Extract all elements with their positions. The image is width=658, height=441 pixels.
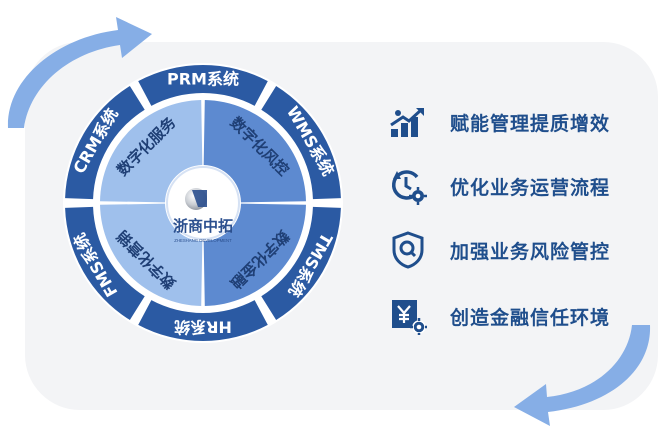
outer-segment-wms bbox=[261, 85, 341, 200]
growth-chart-icon bbox=[388, 102, 428, 142]
clock-gear-icon bbox=[388, 166, 428, 206]
logo-emblem-icon bbox=[185, 188, 207, 210]
inner-segment-service bbox=[100, 100, 203, 203]
top-left-arrow-icon bbox=[7, 17, 153, 128]
outer-segment-crm bbox=[65, 85, 145, 200]
shield-search-icon bbox=[388, 230, 428, 270]
outer-segment-prm bbox=[138, 65, 268, 106]
feature-item-3: 加强业务风险管控 bbox=[388, 230, 610, 270]
logo-subtitle: ZHESHANG DEVELOPMENT bbox=[174, 238, 232, 243]
feature-label-1: 赋能管理提质增效 bbox=[450, 112, 611, 135]
inner-segment-finance bbox=[203, 203, 306, 306]
finance-gear-icon bbox=[388, 296, 428, 336]
feature-label-2: 优化业务运营流程 bbox=[450, 176, 611, 199]
outer-label-prm: PRM系统 bbox=[167, 70, 239, 89]
logo-name: 浙商中拓 bbox=[173, 217, 233, 235]
feature-label-3: 加强业务风险管控 bbox=[450, 240, 611, 263]
feature-item-2: 优化业务运营流程 bbox=[388, 166, 610, 206]
inner-segment-risk bbox=[203, 100, 306, 203]
feature-label-4: 创造金融信任环境 bbox=[450, 306, 611, 329]
feature-item-1: 赋能管理提质增效 bbox=[388, 102, 610, 142]
bottom-right-arrow-icon bbox=[514, 325, 651, 426]
outer-segment-tms bbox=[261, 206, 341, 321]
center-logo: 浙商中拓 ZHESHANG DEVELOPMENT bbox=[166, 166, 240, 243]
outer-segment-hr bbox=[138, 300, 268, 342]
outer-segment-fms bbox=[65, 206, 145, 321]
outer-label-hr: HR系统 bbox=[174, 318, 232, 337]
feature-item-4: 创造金融信任环境 bbox=[388, 296, 610, 336]
inner-segment-marketing bbox=[100, 203, 203, 306]
